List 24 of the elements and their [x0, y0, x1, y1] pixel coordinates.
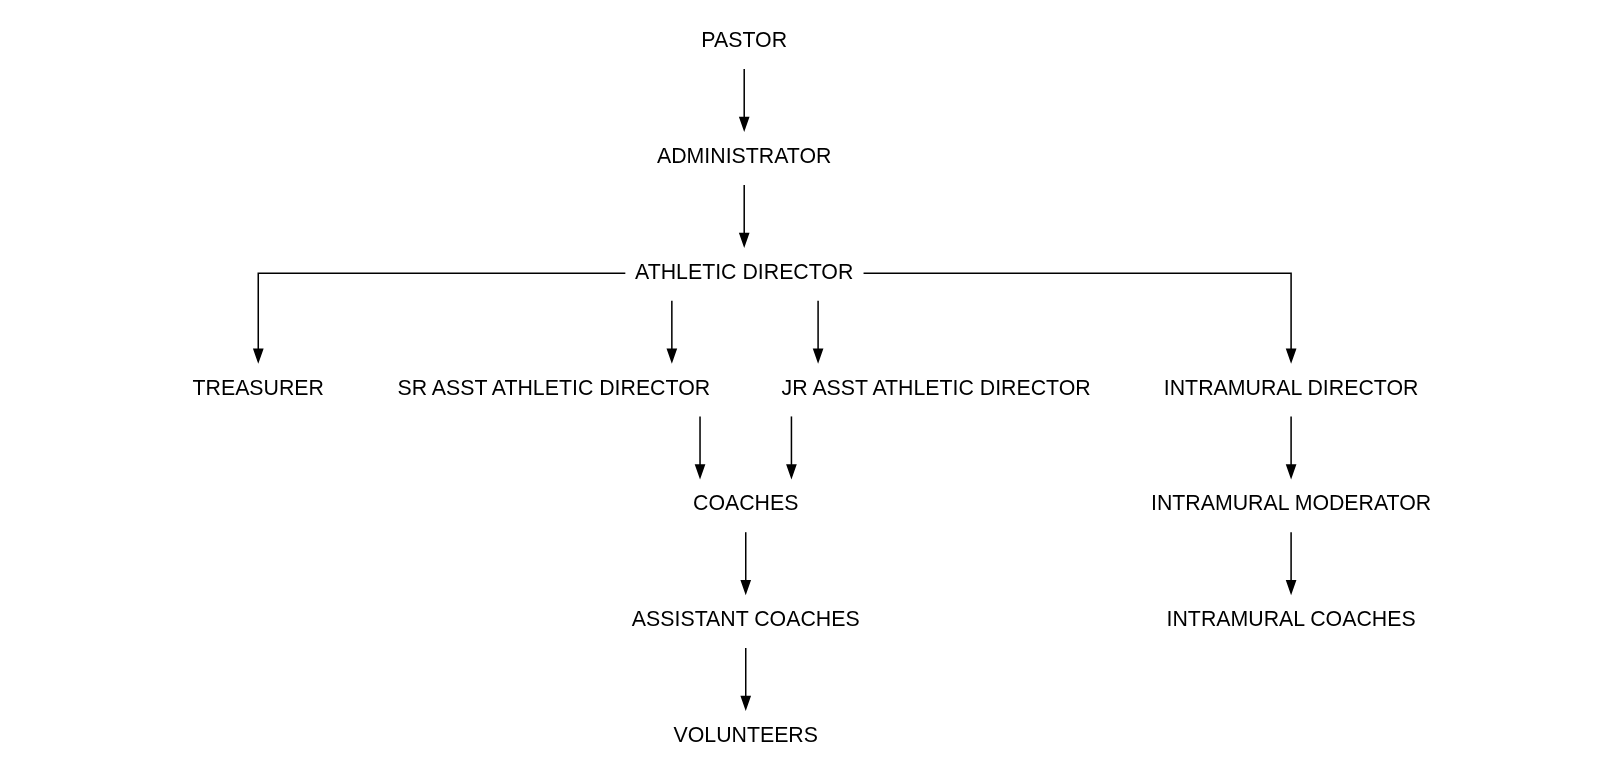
node-text: TREASURER	[192, 375, 324, 400]
node-text: PASTOR	[700, 28, 787, 53]
node-text: VOLUNTEERS	[672, 722, 818, 747]
arrow	[666, 299, 677, 364]
node-text: SR ASST ATHLETIC DIRECTOR	[396, 375, 710, 400]
arrow	[739, 647, 751, 711]
arrow	[739, 531, 751, 596]
arrow	[738, 68, 750, 133]
node-text: ASSISTANT COACHES	[631, 607, 860, 632]
arrow	[738, 184, 750, 248]
node-text: INTRAMURAL MODERATOR	[1150, 491, 1431, 516]
node-text: JR ASST ATHLETIC DIRECTOR	[781, 375, 1091, 400]
arrow	[812, 299, 823, 364]
arrow	[862, 272, 1296, 364]
node-text: ATHLETIC DIRECTOR	[634, 259, 853, 284]
arrow	[785, 415, 797, 480]
arrow	[694, 415, 705, 480]
node-text: COACHES	[692, 491, 798, 516]
node-text: INTRAMURAL COACHES	[1166, 607, 1416, 632]
arrow	[252, 272, 626, 364]
arrow	[1285, 531, 1296, 596]
node-text: ADMINISTRATOR	[656, 144, 831, 169]
arrow	[1285, 415, 1296, 480]
node-text: INTRAMURAL DIRECTOR	[1163, 375, 1418, 400]
